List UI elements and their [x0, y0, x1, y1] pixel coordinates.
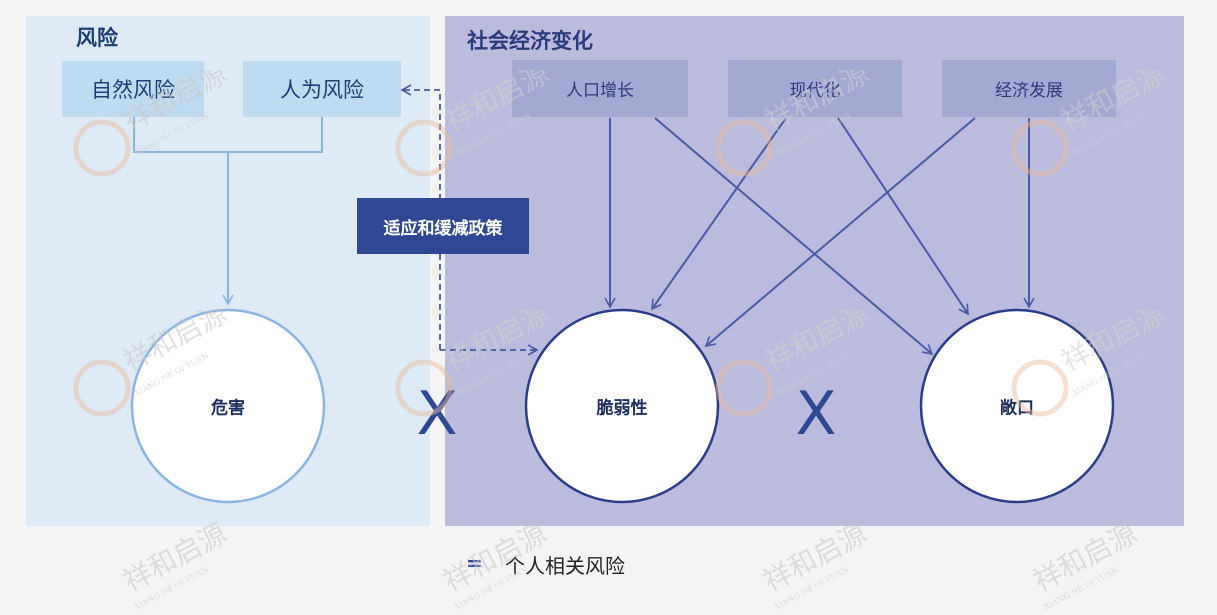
modernization-to-exposure-arrow [837, 117, 969, 316]
economic-development-box: 经济发展 [942, 60, 1116, 117]
socioeconomic-title: 社会经济变化 [467, 29, 593, 53]
economy-to-vulnerability-arrow [704, 117, 976, 348]
multiply-operator-2: X [795, 379, 836, 449]
modernization-box: 现代化 [728, 60, 902, 117]
population-to-exposure-arrow [654, 117, 934, 356]
policy-to-human-risk-dashed-arrow [400, 84, 441, 350]
exposure-label: 敞口 [1000, 398, 1034, 419]
hazard-circle [130, 308, 326, 504]
vulnerability-label: 脆弱性 [596, 398, 648, 419]
legend-equals-sign: = [466, 551, 483, 575]
adaptation-mitigation-policy-box: 适应和缓减政策 [357, 198, 529, 254]
multiply-operator-1: X [416, 379, 457, 449]
risk-bracket-connector [133, 117, 323, 153]
population-growth-box: 人口增长 [512, 60, 688, 117]
modernization-to-vulnerability-arrow [651, 117, 787, 311]
human-risk-box: 人为风险 [243, 61, 401, 117]
exposure-circle [919, 308, 1115, 504]
vulnerability-circle [524, 308, 720, 504]
hazard-label: 危害 [211, 398, 245, 419]
legend-individual-risk: 个人相关风险 [505, 554, 625, 578]
risk-title: 风险 [76, 26, 118, 50]
natural-risk-box: 自然风险 [62, 61, 204, 117]
